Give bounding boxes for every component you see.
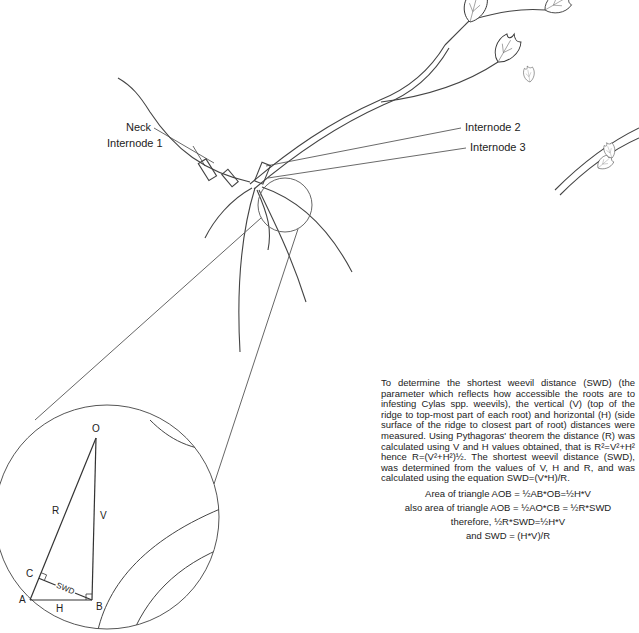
vine	[118, 78, 250, 182]
leader-line	[154, 128, 214, 163]
internode-mark	[222, 169, 238, 186]
equation: and SWD = (H*V)/R	[466, 531, 550, 542]
magnified-root	[0, 420, 230, 633]
magnifier-small-circle	[258, 178, 312, 232]
leaf	[489, 29, 524, 68]
magnifier	[0, 178, 312, 629]
side-label: R	[52, 505, 59, 517]
point-label: B	[96, 601, 103, 613]
equation: also area of triangle AOB = ½AO*CB = ½R*…	[405, 503, 611, 514]
leaf	[522, 65, 536, 83]
part-label: Neck	[126, 121, 151, 134]
root-outline	[150, 420, 225, 452]
part-label: Internode 1	[107, 137, 163, 150]
leader-line	[268, 148, 466, 178]
leaf	[602, 141, 618, 160]
magnifier-line	[35, 218, 261, 420]
side-label: H	[56, 603, 63, 615]
root-outline	[96, 505, 230, 633]
magnifier-big-circle	[0, 405, 219, 629]
side-r	[30, 438, 96, 600]
right-angle-mark	[86, 594, 92, 600]
description-text: To determine the shortest weevil distanc…	[381, 378, 635, 484]
part-label: Internode 2	[465, 121, 521, 134]
root	[239, 188, 255, 352]
ridge	[555, 128, 639, 190]
triangle	[30, 438, 96, 600]
stem	[254, 48, 449, 189]
side-label: V	[100, 510, 107, 522]
leader-line	[266, 128, 461, 166]
point-label: C	[26, 568, 33, 580]
leaf	[460, 0, 489, 25]
root-outline	[130, 545, 230, 633]
side-h	[30, 599, 92, 600]
ridge	[560, 138, 639, 195]
point-label: A	[19, 594, 26, 606]
internode-mark	[198, 159, 216, 181]
stem-branch	[445, 20, 470, 45]
root	[262, 187, 352, 272]
leader-line	[193, 146, 205, 166]
point-label: O	[92, 423, 100, 435]
plant	[118, 9, 639, 352]
stem-branch	[381, 62, 498, 102]
part-label: Internode 3	[470, 141, 526, 154]
right-angle-mark	[41, 573, 47, 581]
equation: therefore, ½R*SWD=½H*V	[451, 517, 565, 528]
leaf	[541, 0, 576, 19]
equation: Area of triangle AOB = ½AB*OB=½H*V	[425, 489, 591, 500]
side-swd	[39, 578, 92, 600]
leader-lines	[154, 128, 466, 178]
magnifier-line	[214, 229, 298, 484]
side-label: SWD	[54, 581, 77, 597]
leaves	[460, 0, 617, 173]
side-v	[92, 438, 96, 600]
